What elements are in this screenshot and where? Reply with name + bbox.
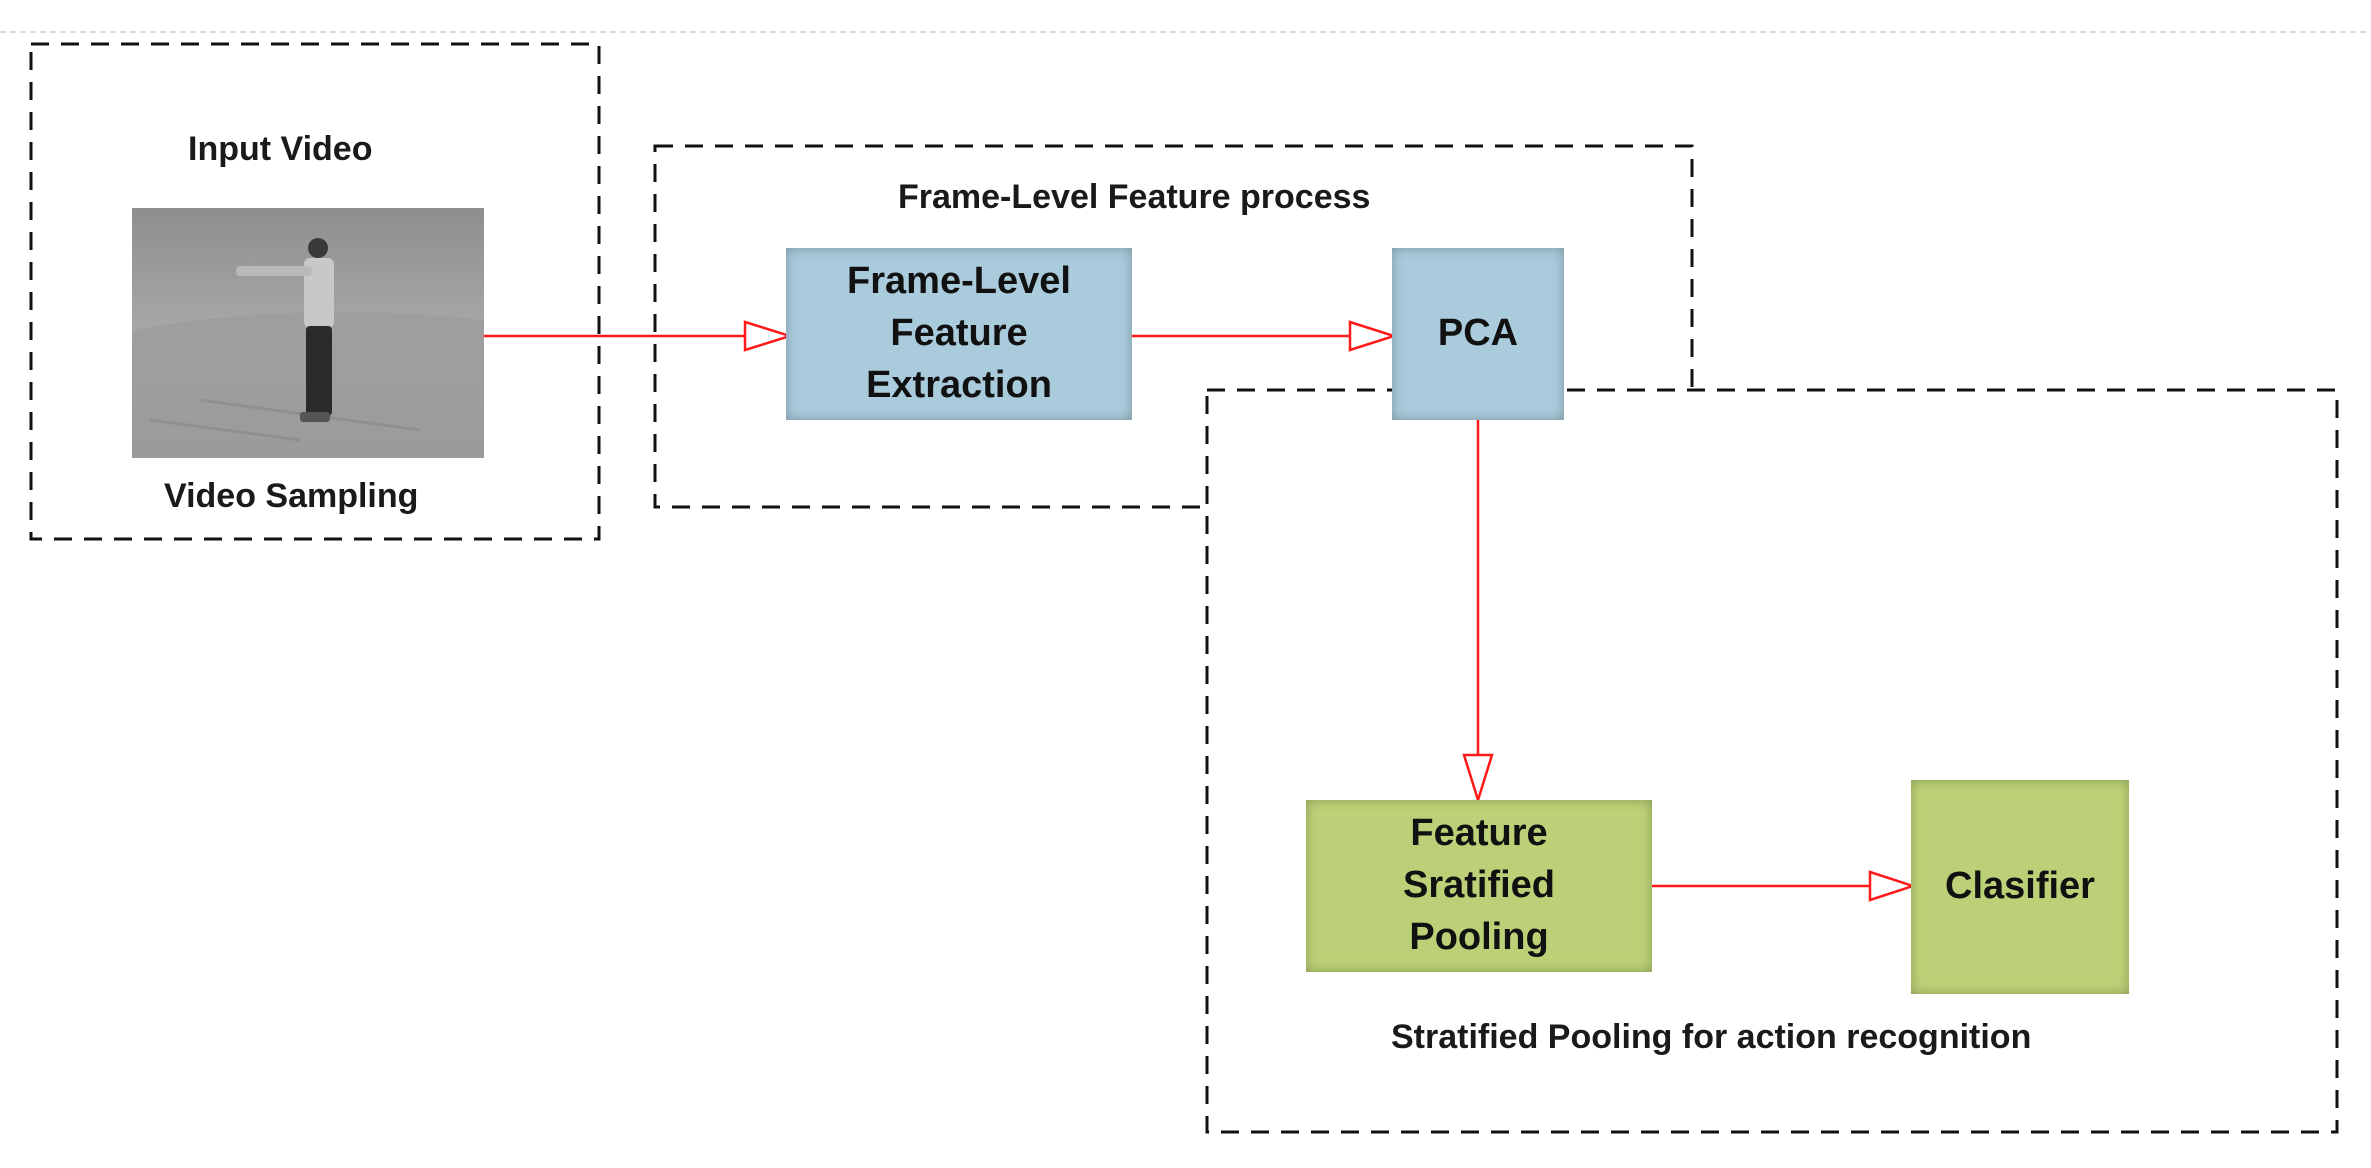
extraction-line-3: Extraction xyxy=(866,363,1052,406)
pooling-box xyxy=(1306,800,1652,972)
frame-level-group xyxy=(653,144,1694,509)
extraction-line-1: Frame-Level xyxy=(847,260,1071,303)
extraction-line-2: Feature xyxy=(890,312,1028,355)
pooling-line-1: Feature xyxy=(1410,812,1548,855)
video-sampling-caption: Video Sampling xyxy=(164,477,419,515)
arrow-video-to-extraction xyxy=(484,320,795,352)
extraction-box xyxy=(786,248,1132,420)
input-video-group xyxy=(29,42,601,541)
pooling-line-3: Pooling xyxy=(1409,915,1549,958)
extraction-label: Frame-Level Feature Extraction xyxy=(786,248,1132,420)
pooling-label: Feature Sratified Pooling xyxy=(1306,800,1652,972)
input-video-title: Input Video xyxy=(188,130,373,168)
arrow-extraction-to-pca xyxy=(1132,320,1399,352)
pca-box xyxy=(1392,248,1564,420)
arrow-pooling-to-classifier xyxy=(1652,870,1918,902)
video-frame-image xyxy=(132,208,484,458)
arrow-pca-to-pooling xyxy=(1462,420,1494,805)
pca-text: PCA xyxy=(1437,312,1519,355)
classifier-text: Clasifier xyxy=(1945,865,2095,908)
pooling-line-2: Sratified xyxy=(1402,864,1556,907)
classifier-box xyxy=(1911,780,2129,994)
person-figure-icon xyxy=(236,238,334,422)
classifier-label: Clasifier xyxy=(1911,780,2129,994)
pca-label: PCA xyxy=(1392,248,1564,420)
stratified-pooling-title: Stratified Pooling for action recognitio… xyxy=(1391,1018,2032,1056)
frame-level-title: Frame-Level Feature process xyxy=(898,178,1371,216)
stratified-pooling-group xyxy=(1205,388,2339,1134)
